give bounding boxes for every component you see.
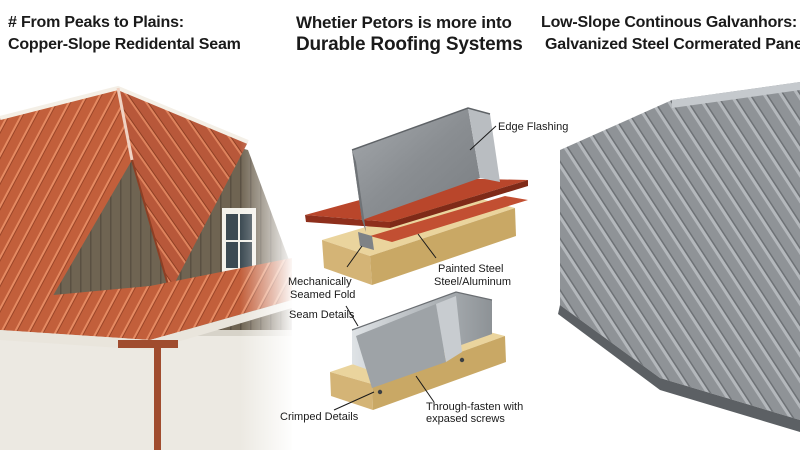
standing-seam-diagram xyxy=(305,107,528,285)
center-title-line-2: Durable Roofing Systems xyxy=(296,34,523,55)
galvanized-corrugated-roof-photo xyxy=(540,80,800,440)
label-exposed-screws: expased screws xyxy=(426,413,505,425)
label-seamed-fold: Seamed Fold xyxy=(290,289,355,301)
right-title-line-2: Galvanized Steel Cormerated Panels xyxy=(545,36,800,53)
label-crimped-details: Crimped Details xyxy=(280,411,359,423)
right-panel-title: Low-Slope Continous Galvanhors: Galvaniz… xyxy=(541,12,800,56)
left-title-line-2: Copper-Slope Redidental Seam xyxy=(8,36,241,53)
copper-roof-house-photo xyxy=(0,60,295,450)
left-panel-title: # From Peaks to Plains: Copper-Slope Red… xyxy=(8,12,241,56)
left-title-line-1: # From Peaks to Plains: xyxy=(8,14,184,31)
leader-lines xyxy=(333,125,497,411)
label-painted-steel: Painted Steel xyxy=(438,263,503,275)
label-seam-details: Seam Details xyxy=(289,309,355,321)
label-through-fasten: Through-fasten with xyxy=(426,401,523,413)
crimped-seam-diagram xyxy=(330,291,506,410)
label-steel-aluminum: Steel/Aluminum xyxy=(434,276,511,288)
label-edge-flashing: Edge Flashing xyxy=(498,121,568,133)
center-title-line-1: Whetier Petors is more into xyxy=(296,13,512,32)
center-panel-title: Whetier Petors is more into Durable Roof… xyxy=(296,12,523,56)
label-mechanically: Mechanically xyxy=(288,276,352,288)
right-title-line-1: Low-Slope Continous Galvanhors: xyxy=(541,14,798,31)
